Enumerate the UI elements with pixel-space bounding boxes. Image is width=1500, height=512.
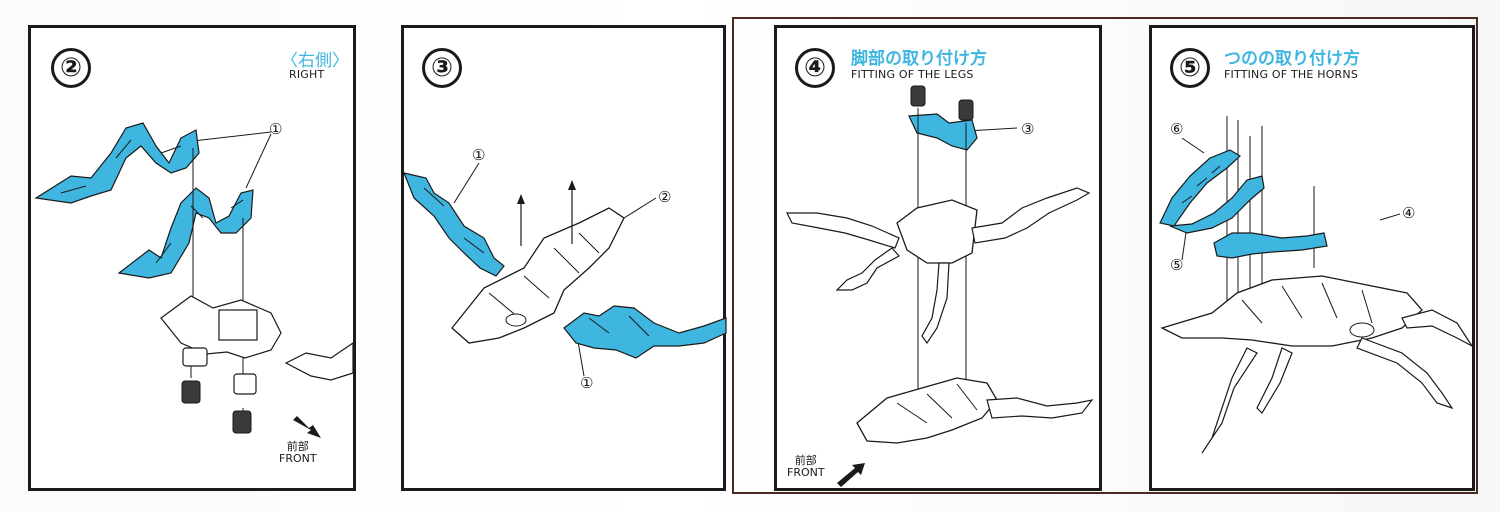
step-3-callout-1-top: ①	[472, 146, 486, 164]
step-2-panel: ② 〈右側〉 RIGHT ① 前部 FRONT	[28, 25, 356, 491]
step-4-callout-3: ③	[1021, 120, 1035, 138]
step-5-callout-6: ⑥	[1170, 120, 1184, 138]
step-4-panel: ④ 脚部の取り付け方 FITTING OF THE LEGS ③ 前部 FRON…	[774, 25, 1102, 491]
panel-frame-4-5	[732, 17, 1478, 494]
step-3-panel: ③ ① ② ①	[401, 25, 727, 491]
step-2-front-jp: 前部	[286, 440, 309, 453]
step-5-number: ⑤	[1170, 48, 1210, 88]
step-2-title-jp: 〈右側〉	[281, 51, 349, 71]
step-5-title-en: FITTING OF THE HORNS	[1224, 68, 1359, 81]
step-5-title-jp: つのの取り付け方	[1224, 49, 1360, 69]
step-2-front-en: FRONT	[279, 452, 317, 465]
step-2-title-en: RIGHT	[289, 68, 325, 81]
step-5-callout-5: ⑤	[1170, 256, 1184, 274]
step-3-illustration	[403, 162, 727, 377]
step-4-illustration	[786, 85, 1094, 487]
step-4-front-jp: 前部	[794, 454, 817, 467]
step-4-front-label: 前部 FRONT	[787, 455, 825, 479]
step-3-number: ③	[422, 48, 462, 88]
step-3-callout-1-bottom: ①	[580, 374, 594, 392]
step-3-callout-2: ②	[658, 188, 672, 206]
step-4-number: ④	[795, 48, 835, 88]
step-2-callout-1: ①	[269, 120, 283, 138]
step-5-illustration	[1159, 116, 1473, 454]
step-2-number: ②	[51, 48, 91, 88]
step-4-title-en: FITTING OF THE LEGS	[851, 68, 974, 81]
step-5-callout-4: ④	[1402, 204, 1416, 222]
step-5-panel: ⑤ つのの取り付け方 FITTING OF THE HORNS ⑥ ④ ⑤	[1149, 25, 1475, 491]
step-4-front-en: FRONT	[787, 466, 825, 479]
step-4-title-jp: 脚部の取り付け方	[851, 49, 987, 69]
step-2-illustration	[34, 122, 354, 438]
step-2-front-label: 前部 FRONT	[279, 441, 317, 465]
